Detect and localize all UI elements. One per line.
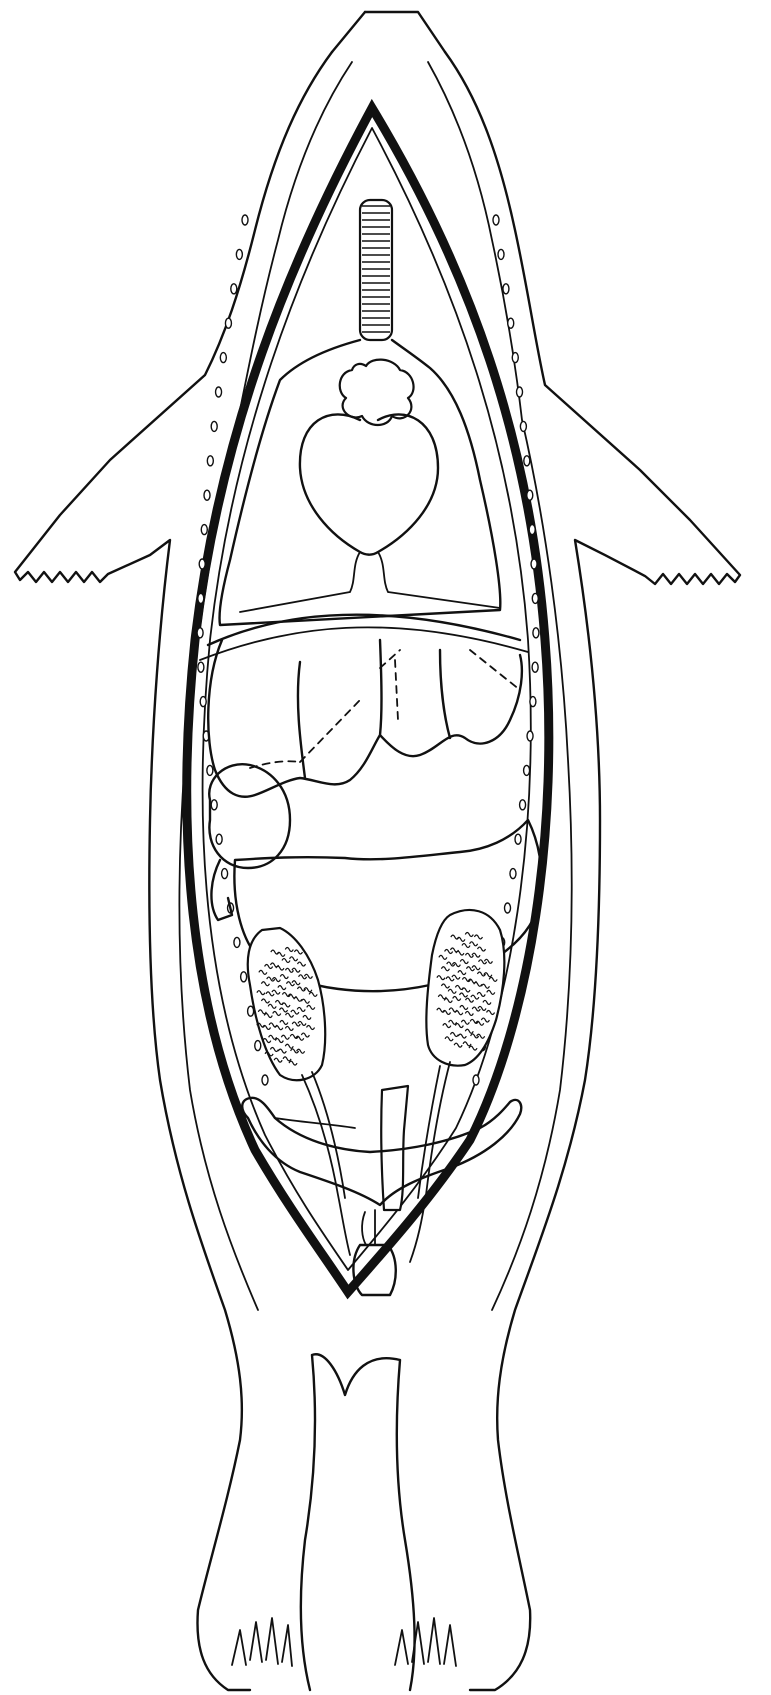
heart — [300, 414, 438, 554]
rib-dot — [201, 525, 207, 535]
rib-dot — [524, 456, 530, 466]
rib-dot — [527, 490, 533, 500]
rib-dot — [197, 628, 203, 638]
ureters — [302, 1062, 450, 1262]
rib-dot — [211, 800, 217, 810]
rib-dot — [199, 559, 205, 569]
rib-dot — [517, 387, 523, 397]
legs-feet — [232, 1354, 456, 1690]
rib-dot — [530, 697, 536, 707]
rib-dot — [222, 869, 228, 879]
rib-dot — [216, 387, 222, 397]
rib-dot — [510, 869, 516, 879]
rib-dot — [231, 284, 237, 294]
rib-dot — [211, 421, 217, 431]
aorta-stem — [240, 552, 500, 612]
rib-dot — [262, 1075, 268, 1085]
right-body-contour — [445, 52, 740, 1690]
rib-dot — [216, 834, 222, 844]
rib-dot — [473, 1075, 479, 1085]
hidden-lines — [250, 650, 520, 768]
rib-dot — [520, 421, 526, 431]
rib-dot — [493, 215, 499, 225]
kidneys — [248, 910, 505, 1080]
rib-dot — [533, 628, 539, 638]
rib-dot — [532, 662, 538, 672]
rib-dot — [248, 1006, 254, 1016]
trachea — [360, 200, 392, 340]
gizzard — [209, 764, 290, 868]
rib-dot — [207, 456, 213, 466]
rib-dot — [531, 559, 537, 569]
rib-dot — [204, 490, 210, 500]
tail — [301, 1354, 415, 1690]
rib-dot — [515, 834, 521, 844]
rib-dot — [207, 765, 213, 775]
right-toes — [395, 1618, 456, 1666]
rib-dot — [512, 353, 518, 363]
rib-dot — [532, 593, 538, 603]
organs — [200, 200, 542, 991]
rib-dot — [505, 903, 511, 913]
rib-dot — [498, 249, 504, 259]
left-toes — [232, 1618, 292, 1666]
rib-dot — [220, 353, 226, 363]
rib-dot — [529, 525, 535, 535]
rib-dot — [198, 593, 204, 603]
rib-dot — [242, 215, 248, 225]
septum — [208, 615, 520, 645]
rib-dot — [520, 800, 526, 810]
cloaca — [353, 1245, 395, 1295]
rib-dot — [198, 662, 204, 672]
rib-dot — [527, 731, 533, 741]
inner-skin-left — [179, 62, 352, 1310]
liver — [208, 640, 522, 797]
beak-tip — [365, 12, 445, 52]
rib-dot — [234, 937, 240, 947]
rib-dot — [255, 1041, 261, 1051]
rib-dot — [236, 249, 242, 259]
rib-dot — [241, 972, 247, 982]
rib-dot — [225, 318, 231, 328]
rib-dot — [508, 318, 514, 328]
rib-dot — [524, 765, 530, 775]
rib-dot — [200, 697, 206, 707]
rib-dot — [503, 284, 509, 294]
